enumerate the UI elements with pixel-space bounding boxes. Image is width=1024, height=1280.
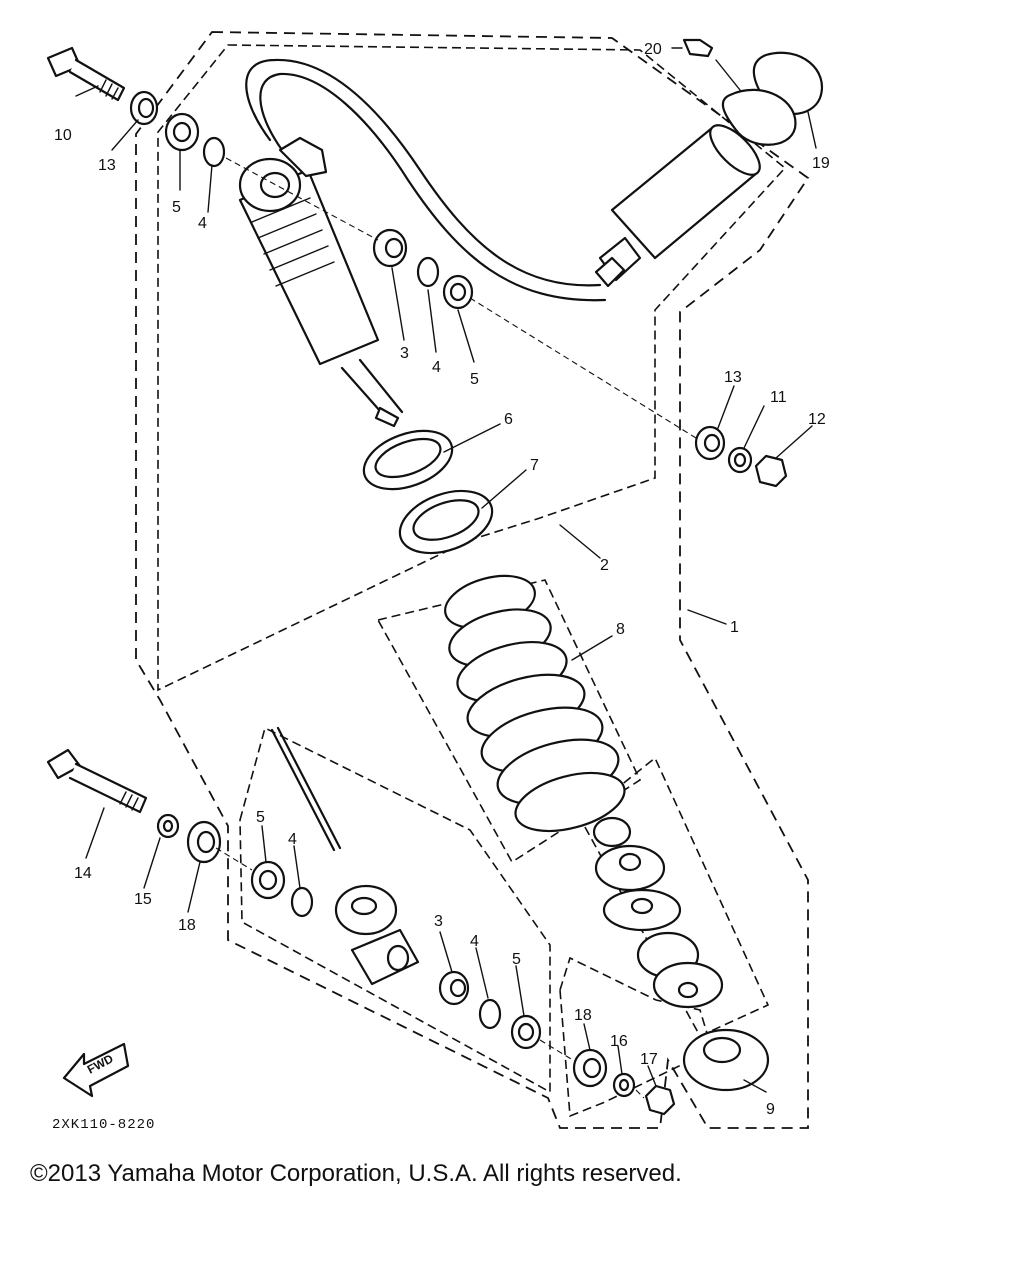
bearing-5-upper [442, 274, 474, 310]
callout-2: 2 [600, 557, 609, 574]
callout-4-upper-left: 4 [198, 215, 207, 232]
part-code: 2XK110-8220 [52, 1117, 155, 1133]
reservoir-clamp-19 [721, 51, 823, 146]
callout-8: 8 [616, 621, 625, 638]
callout-13-upper: 13 [98, 157, 116, 174]
callout-17: 17 [640, 1051, 658, 1068]
callout-10: 10 [54, 127, 72, 144]
push-rod [270, 726, 342, 852]
copyright-notice: ©2013 Yamaha Motor Corporation, U.S.A. A… [30, 1160, 682, 1187]
bolt-14 [46, 748, 148, 814]
circlip-4-lower-left [290, 886, 314, 918]
circlip-4-lower [478, 998, 502, 1030]
callout-5-upper: 5 [470, 371, 479, 388]
bolt-10 [46, 46, 126, 102]
circlip-4-upper [416, 256, 440, 288]
callout-4-upper: 4 [432, 359, 441, 376]
bearing-5-lower-left [250, 860, 286, 900]
washer-15 [156, 813, 180, 839]
reservoir [594, 124, 761, 288]
callout-5-lower-left: 5 [256, 809, 265, 826]
bearing-5-upper-left [164, 112, 200, 152]
lower-eye [334, 884, 420, 986]
bump-stop-9 [682, 1028, 770, 1092]
callout-4-lower: 4 [470, 933, 479, 950]
ring-nut-6 [362, 429, 454, 491]
callout-13-right: 13 [724, 369, 742, 386]
washer-16 [612, 1072, 636, 1098]
shock-body [238, 136, 404, 428]
ring-nut-7 [398, 489, 494, 555]
callout-11: 11 [770, 389, 787, 406]
callout-4-lower-left: 4 [288, 831, 297, 848]
spring-8 [444, 574, 626, 833]
collar-18-left [186, 820, 222, 864]
callout-9: 9 [766, 1101, 775, 1118]
assembly-1-outline [135, 31, 810, 1129]
fwd-arrow-icon: FWD [62, 1042, 130, 1098]
callout-7: 7 [530, 457, 539, 474]
subassembly-2-outline [157, 44, 787, 692]
callout-18-left: 18 [178, 917, 196, 934]
lower-hardware-box-outline [559, 956, 713, 1118]
collar-13-upper [129, 90, 159, 126]
callout-14: 14 [74, 865, 92, 882]
nut-12 [754, 454, 788, 488]
callout-15: 15 [134, 891, 152, 908]
callout-5-upper-left: 5 [172, 199, 181, 216]
spring-seat-parts [592, 816, 724, 1009]
bushing-3-lower [438, 970, 470, 1006]
callout-3-upper: 3 [400, 345, 409, 362]
nut-17 [644, 1084, 676, 1116]
bearing-5-lower [510, 1014, 542, 1050]
callout-3-lower: 3 [434, 913, 443, 930]
callout-6: 6 [504, 411, 513, 428]
reservoir-hose [245, 58, 602, 287]
bolt-20 [682, 38, 714, 58]
callout-16: 16 [610, 1033, 628, 1050]
collar-18-right [572, 1048, 608, 1088]
bushing-3-upper [372, 228, 408, 268]
lower-eye-box-outline [239, 726, 551, 1094]
callout-19: 19 [812, 155, 830, 172]
callout-20: 20 [644, 41, 662, 58]
callout-1: 1 [730, 619, 739, 636]
callout-5-lower: 5 [512, 951, 521, 968]
callout-12: 12 [808, 411, 826, 428]
callout-18-right: 18 [574, 1007, 592, 1024]
collar-13-right [694, 425, 726, 461]
rear-shock-exploded-diagram: 10 13 5 4 3 4 5 6 7 2 8 1 13 11 12 20 19… [46, 31, 830, 1133]
washer-11 [727, 446, 753, 474]
circlip-4-upper-left [202, 136, 226, 168]
